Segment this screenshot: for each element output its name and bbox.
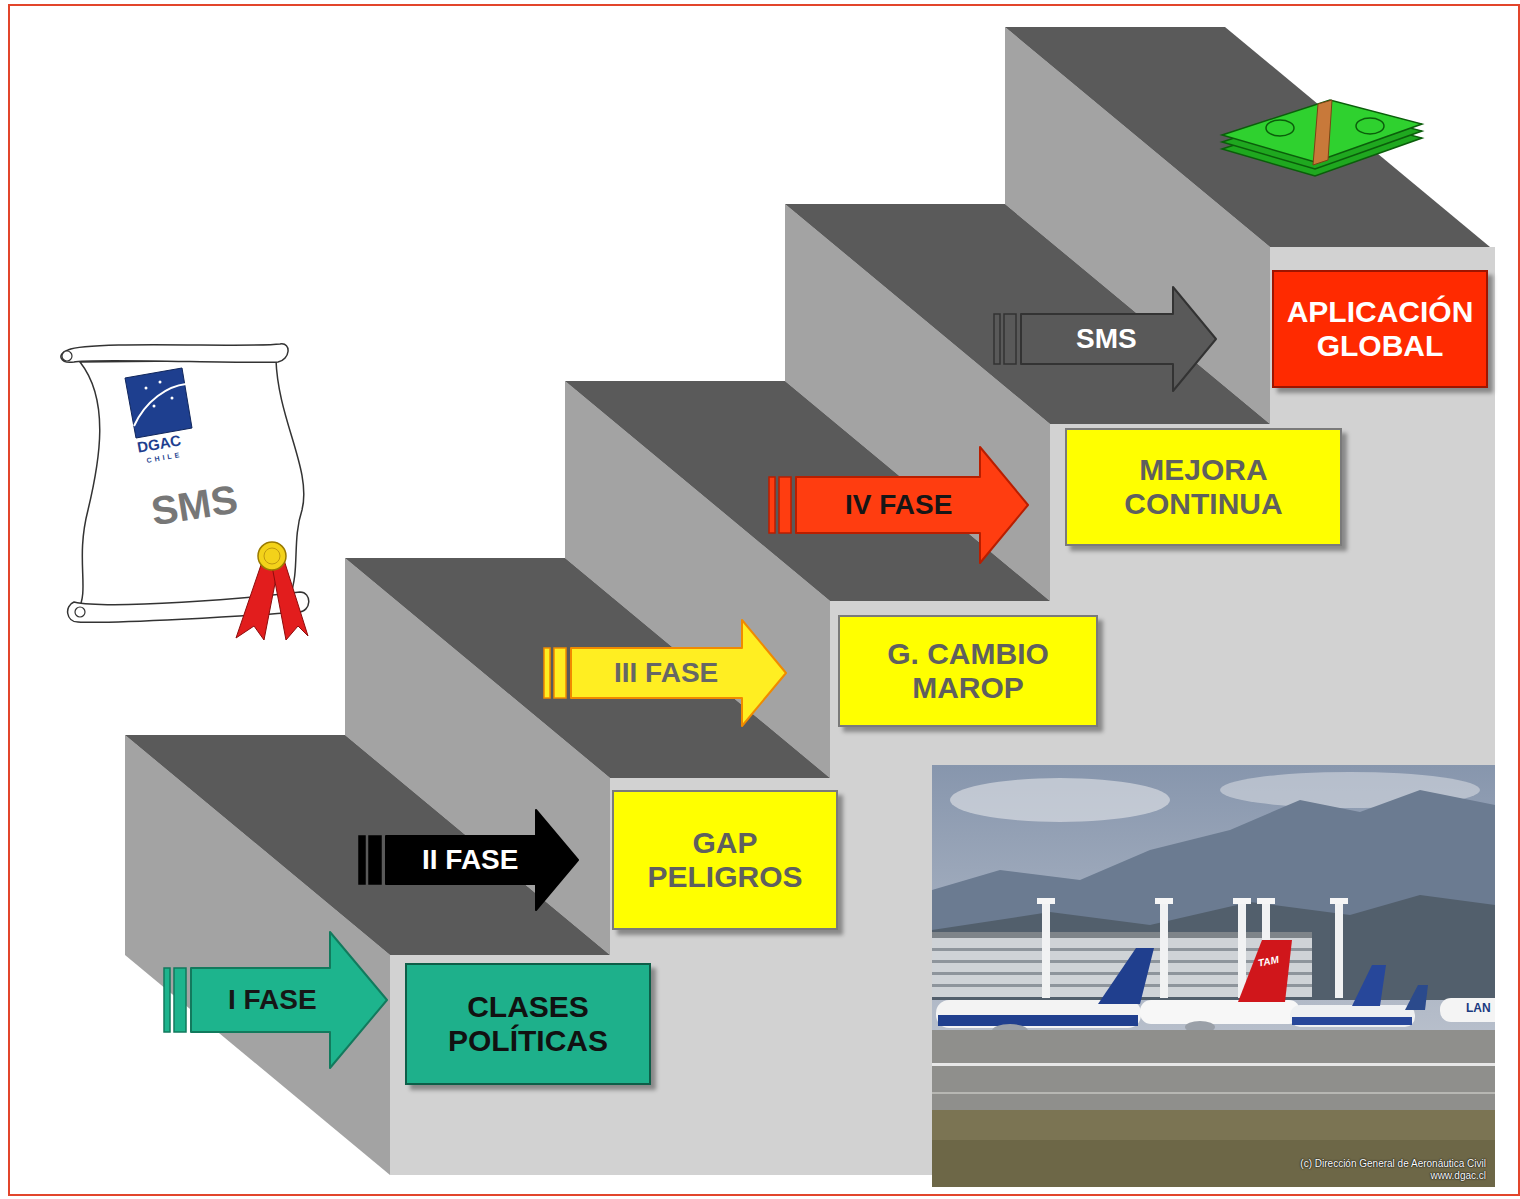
banknote-seal (1356, 118, 1384, 134)
arrow-tail-stripe (554, 648, 566, 698)
plane-tail (1238, 940, 1292, 1002)
far-mountains (932, 790, 1495, 1000)
page-frame (9, 5, 1519, 1195)
scroll-curl (62, 351, 72, 361)
arrow-body (571, 620, 786, 726)
light-pole-head (1037, 898, 1055, 904)
scroll-curl (75, 607, 85, 617)
arrow-body (1021, 287, 1216, 391)
plane-fuselage (1440, 998, 1495, 1022)
dgac-logo-arc (134, 384, 186, 426)
sms-arrow: SMS (993, 285, 1218, 393)
scroll-top-roll (61, 344, 288, 363)
arrow-tail-stripe (544, 648, 550, 698)
airport-photo (932, 765, 1495, 1187)
phase-box: GAP PELIGROS (612, 790, 838, 930)
light-pole-head (1233, 898, 1251, 904)
terminal-roof (932, 932, 1312, 938)
arrow-tail-stripe (359, 836, 365, 884)
step-top-face (565, 381, 1050, 601)
tarmac-line (932, 1063, 1495, 1066)
node-text: I FASE (228, 984, 317, 1016)
phase-arrow: III FASE (543, 618, 788, 728)
light-pole (1160, 900, 1168, 998)
photo-credit: (c) Dirección General de Aeronáutica Civ… (1300, 1158, 1486, 1169)
step-top-face (345, 558, 830, 778)
dgac-logo-star (153, 405, 156, 408)
light-pole (1335, 900, 1343, 998)
tarmac (932, 1030, 1495, 1112)
phase-arrow: I FASE (163, 930, 389, 1070)
arrow-tail-stripe (779, 477, 791, 533)
node-text: III FASE (614, 657, 718, 689)
light-pole-head (1155, 898, 1173, 904)
node-text: APLICACIÓN GLOBAL (1285, 295, 1475, 364)
arrow-body (191, 932, 387, 1068)
light-pole (1238, 900, 1246, 998)
dgac-logo (125, 368, 192, 438)
near-hills (932, 895, 1495, 1000)
light-pole-head (1257, 898, 1275, 904)
light-pole (1042, 900, 1050, 998)
certificate-scroll: SMS (50, 340, 308, 640)
step-top-face (785, 204, 1270, 424)
phase-arrow: II FASE (358, 808, 580, 912)
arrow-body (386, 810, 578, 910)
node-text: G. CAMBIO MAROP (873, 637, 1063, 706)
photo-cloud (950, 778, 1170, 822)
arrow-tail-stripe (164, 968, 170, 1032)
arrow-tail-stripe (1004, 314, 1016, 364)
arrow-tail-stripe (174, 968, 186, 1032)
plane-fuselage (936, 1000, 1141, 1028)
staircase (125, 27, 1495, 1175)
seal-inner (264, 548, 280, 564)
phase-arrow: IV FASE (768, 445, 1030, 565)
arrow-body (796, 447, 1028, 563)
step-top-face (1005, 27, 1490, 247)
arrow-tail-stripe (994, 314, 1000, 364)
airline-logo: LAN (1466, 1002, 1491, 1015)
terminal-window-band (932, 948, 1312, 951)
node-text: MEJORA CONTINUA (1094, 453, 1314, 522)
plane-tail (1405, 985, 1428, 1010)
node-text: SMS (1076, 323, 1137, 355)
goal-box: APLICACIÓN GLOBAL (1272, 270, 1488, 388)
grass (932, 1110, 1495, 1187)
phase-box: CLASES POLÍTICAS (405, 963, 651, 1085)
money-band (1313, 100, 1332, 165)
plane-livery (938, 1015, 1138, 1026)
tarmac-line (932, 1092, 1495, 1094)
arrow-tail-stripe (369, 836, 381, 884)
dgac-logo-star (171, 397, 174, 400)
plane-tail (1352, 965, 1386, 1006)
plane-tail (1098, 948, 1154, 1004)
arrow-tail-stripe (769, 477, 775, 533)
node-text: IV FASE (845, 489, 952, 521)
grass-shade (932, 1140, 1495, 1187)
plane-fuselage (1140, 1000, 1300, 1024)
step-top-face (125, 735, 610, 955)
node-text: CLASES POLÍTICAS (418, 990, 638, 1059)
phase-box: MEJORA CONTINUA (1065, 428, 1342, 546)
plane-livery (1292, 1017, 1412, 1025)
seal-ribbon (272, 560, 308, 640)
node-text: II FASE (422, 844, 518, 876)
airline-logo: TAM (1257, 954, 1280, 969)
seal-ribbon (236, 562, 278, 640)
money-stack (1222, 100, 1422, 176)
node-text: GAP PELIGROS (630, 826, 820, 895)
seal (258, 542, 286, 570)
photo-credit: www.dgac.cl (1430, 1170, 1486, 1181)
dgac-logo-star (159, 381, 162, 384)
light-pole-head (1330, 898, 1348, 904)
phase-box: G. CAMBIO MAROP (838, 615, 1098, 727)
banknote-seal (1266, 120, 1294, 136)
dgac-logo-star (145, 387, 148, 390)
plane-fuselage (1290, 1005, 1415, 1027)
